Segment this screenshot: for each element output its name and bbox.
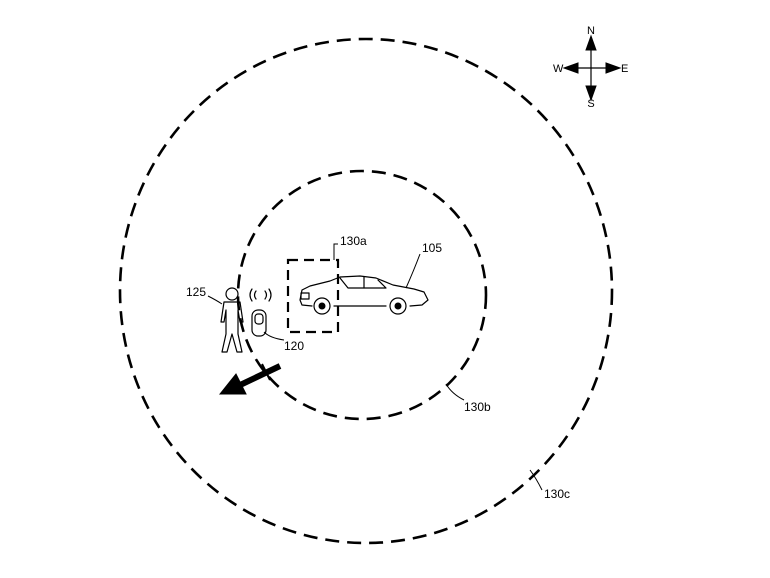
- wireless-signal-icon: [249, 288, 272, 302]
- label-zone-130b: 130b: [464, 400, 491, 414]
- compass-south-label: S: [587, 98, 594, 110]
- key-fob-icon: [251, 309, 267, 337]
- zone-130c-boundary: [118, 37, 614, 545]
- arrow-southwest-icon: [218, 363, 282, 395]
- compass-west-label: W: [553, 63, 564, 75]
- label-device-120: 120: [284, 339, 304, 353]
- compass-north-label: N: [587, 25, 595, 37]
- person-icon: [220, 287, 244, 353]
- leader-130a: [333, 243, 338, 260]
- leader-130c: [529, 469, 543, 491]
- leader-105: [405, 253, 421, 289]
- compass-rose-icon: N S E W: [553, 25, 628, 110]
- leader-125: [207, 295, 223, 305]
- zone-130b-boundary: [236, 169, 488, 421]
- compass-east-label: E: [621, 63, 628, 75]
- label-vehicle-105: 105: [422, 241, 442, 255]
- leader-120: [263, 331, 285, 341]
- car-icon: [299, 275, 429, 315]
- label-zone-130c: 130c: [544, 487, 570, 501]
- label-zone-130a: 130a: [340, 234, 367, 248]
- label-person-125: 125: [186, 285, 206, 299]
- leader-130b: [445, 383, 465, 401]
- zone-130a-boundary: [286, 258, 340, 334]
